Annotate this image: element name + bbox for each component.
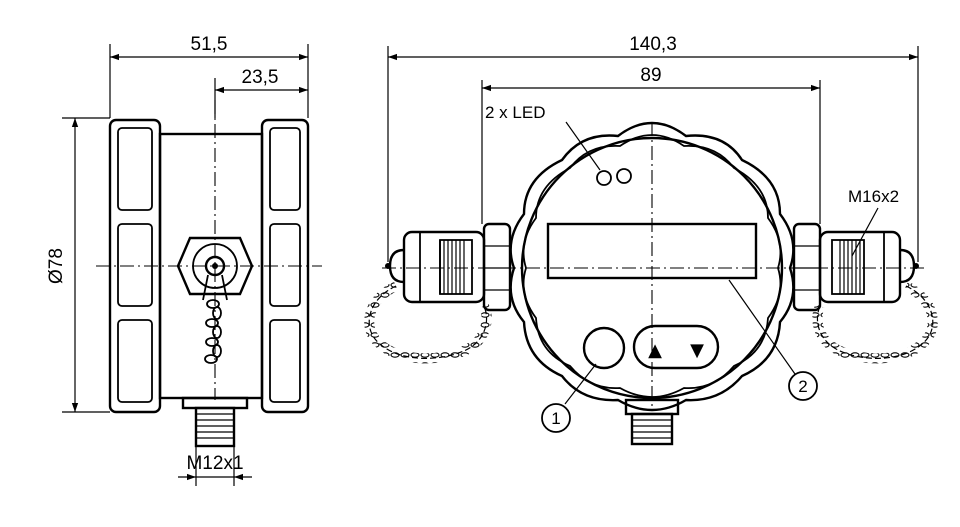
updown-keypad[interactable] [632, 324, 720, 370]
left-chain [364, 281, 492, 364]
gland-thread-label: M16x2 [848, 187, 899, 206]
side-view: 51,5 23,5 Ø78 [46, 34, 322, 486]
callout-1-leader [564, 363, 597, 405]
led-1 [596, 170, 612, 186]
dim-front-body: 89 [640, 65, 661, 86]
dim-m12-thread: M12x1 [186, 453, 243, 474]
right-cable-gland [792, 222, 919, 312]
dim-diameter: Ø78 [46, 248, 67, 284]
round-button[interactable] [582, 326, 626, 370]
dim-side-offset: 23,5 [242, 67, 279, 88]
front-m12-connector [624, 398, 680, 446]
callout-2-circle [788, 371, 818, 401]
housing-outline [509, 121, 795, 412]
side-m12-connector [181, 396, 249, 448]
up-key[interactable]: ▲ [648, 340, 662, 361]
dim-front-total: 140,3 [629, 34, 677, 55]
callout-1-circle [541, 403, 571, 433]
led-label: 2 x LED [485, 103, 545, 122]
front-view: 140,3 89 2 x LED ▲ ▼ [364, 34, 938, 446]
side-chain [204, 299, 222, 364]
dim-side-total: 51,5 [191, 34, 228, 55]
down-key[interactable]: ▼ [690, 340, 704, 361]
led-leader [565, 121, 601, 171]
led-2 [616, 168, 632, 184]
callout-1: 1 [551, 409, 560, 428]
left-cable-gland [385, 222, 512, 312]
callout-2-leader [728, 279, 796, 375]
callout-2: 2 [798, 377, 807, 396]
gland-thread-leader [851, 207, 879, 257]
